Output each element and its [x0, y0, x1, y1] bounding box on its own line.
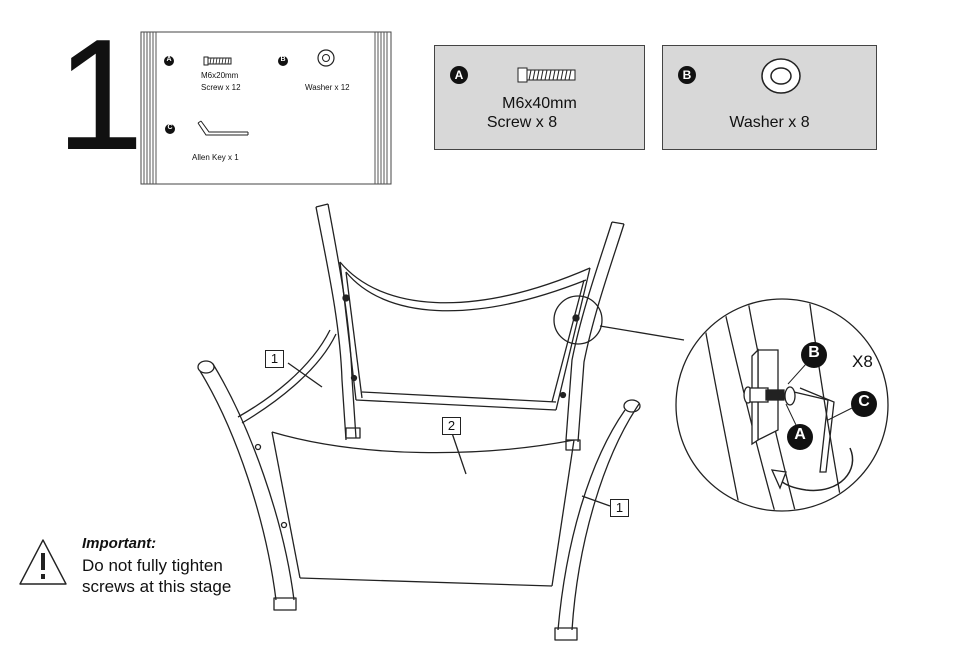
screw-size: M6x40mm	[502, 95, 577, 112]
detail-label-c: C	[858, 393, 870, 410]
hardware-bag: A B C M6x20mm Screw x 12 Washer x 12 All…	[140, 31, 392, 185]
bag-letter-c: C	[167, 124, 173, 131]
callout-leader-1b	[581, 495, 611, 507]
part-box-washer: B Washer x 8	[662, 45, 877, 150]
detail-label-b: B	[808, 344, 820, 361]
callout-part-1: 1	[265, 350, 284, 368]
back-foot-right	[565, 439, 581, 451]
left-side-rail	[237, 329, 337, 424]
screw-qty: Screw x 8	[486, 114, 558, 131]
bag-letter-b: B	[280, 56, 286, 63]
bag-washer-qty: Washer x 12	[305, 83, 350, 92]
bag-screw-qty: Screw x 12	[201, 83, 241, 92]
part-box-screw: A M6x40mm Screw x 8	[434, 45, 645, 150]
frame-bolt	[572, 314, 580, 322]
back-foot-left	[345, 427, 361, 439]
step-number: 1	[56, 7, 144, 183]
detail-badge-b	[801, 342, 827, 368]
small-washer-icon	[317, 49, 335, 67]
bag-right-seal	[374, 32, 388, 184]
leg-hole	[254, 443, 262, 451]
small-screw-icon	[203, 56, 232, 66]
frame-bolt	[342, 294, 350, 302]
detail-connector-line	[599, 325, 685, 341]
bag-allen-key-qty: Allen Key x 1	[192, 153, 239, 162]
detail-label-a: A	[794, 426, 806, 443]
seat-panel	[271, 431, 575, 587]
detail-connector-line	[597, 296, 700, 304]
screw-icon	[517, 67, 576, 83]
warning-text: Do not fully tighten screws at this stag…	[82, 555, 282, 597]
bag-screw-size: M6x20mm	[201, 71, 239, 80]
detail-circle	[675, 298, 889, 512]
bag-left-seal	[143, 32, 157, 184]
hardware-bag-outline	[140, 31, 392, 185]
detail-badge-a	[787, 424, 813, 450]
callout-leader-1	[287, 362, 323, 388]
callout-part-1-right: 1	[610, 499, 629, 517]
part-badge-b: B	[678, 66, 696, 84]
frame-bolt	[559, 391, 567, 399]
warning-heading: Important:	[82, 535, 157, 552]
left-back-leg	[315, 203, 357, 441]
warning-line-2: screws at this stage	[82, 577, 232, 596]
warning-triangle-icon	[19, 539, 67, 585]
washer-icon	[761, 58, 801, 94]
bag-letter-a: A	[166, 56, 172, 63]
detail-view	[699, 300, 854, 510]
back-rest-frame	[339, 261, 591, 411]
callout-leader-2	[451, 432, 467, 475]
detail-badges	[785, 342, 877, 450]
detail-multiplier: X8	[852, 352, 873, 371]
callout-part-2: 2	[442, 417, 461, 435]
small-allen-key-icon	[197, 120, 249, 136]
warning-line-1: Do not fully tighten	[82, 556, 223, 575]
leg-hole	[280, 521, 288, 529]
right-back-leg	[565, 221, 625, 443]
part-badge-a: A	[450, 66, 468, 84]
detail-source-circle	[553, 295, 603, 345]
right-front-leg	[554, 399, 641, 641]
washer-qty: Washer x 8	[729, 114, 810, 131]
detail-badge-c	[851, 391, 877, 417]
frame-bolt	[350, 374, 358, 382]
left-front-leg	[197, 360, 297, 611]
